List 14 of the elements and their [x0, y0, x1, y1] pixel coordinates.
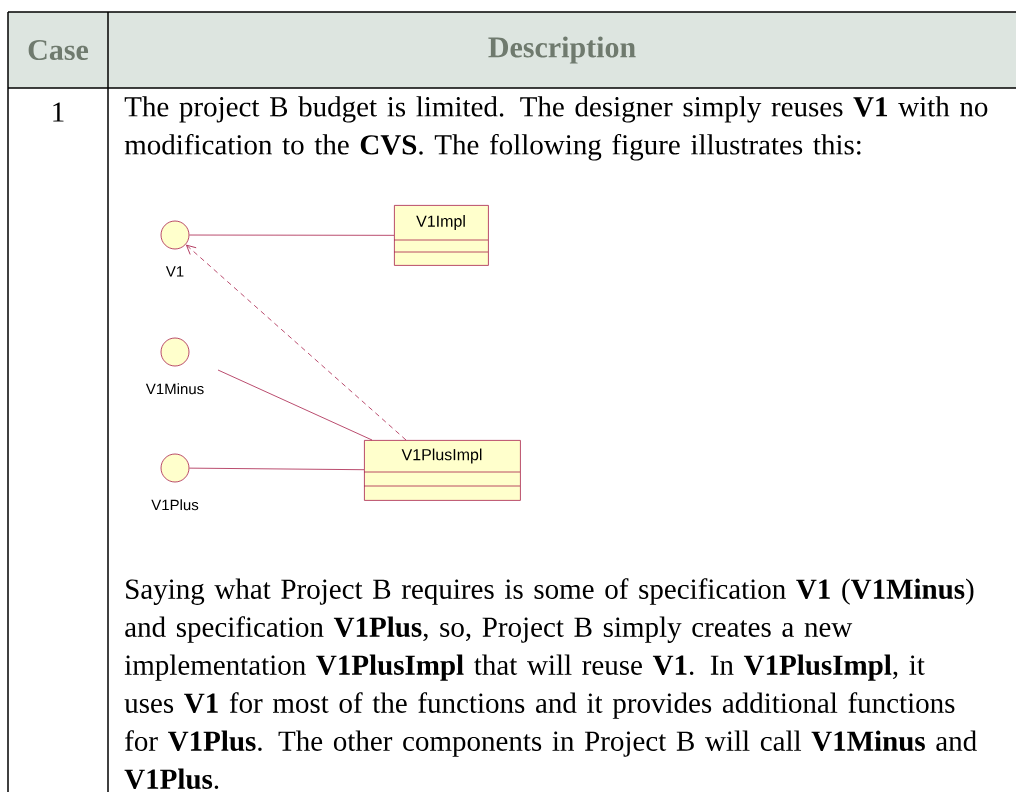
interface-label: V1Minus	[145, 383, 204, 395]
column-header: Case	[28, 39, 89, 61]
interface-label: V1	[165, 266, 184, 277]
interface-label: V1Plus	[151, 499, 199, 511]
class-box: V1Impl	[393, 205, 489, 266]
connector	[189, 234, 395, 236]
class-box: V1PlusImpl	[363, 440, 521, 501]
connector	[189, 467, 365, 471]
connector	[217, 369, 373, 441]
connector	[186, 244, 407, 441]
paragraph: The project B budget is limited. The designer simply reuses V1 with no modification to the CVS. The following figure illustrates this:	[124, 96, 988, 161]
paragraph: Saying what Project B requires is some of specification V1 (V1Minus) and specification V1Plus, so, Project B simply creates a new implementation V1PlusImpl that will reuse V1. In V1PlusImpl, it uses V1 for most of the functions and it provides additional functions for V1Plus. The other components in Project B will call V1Minus and V1Plus.	[124, 578, 977, 790]
row-number: 1	[53, 102, 64, 122]
column-header: Description	[488, 36, 636, 64]
